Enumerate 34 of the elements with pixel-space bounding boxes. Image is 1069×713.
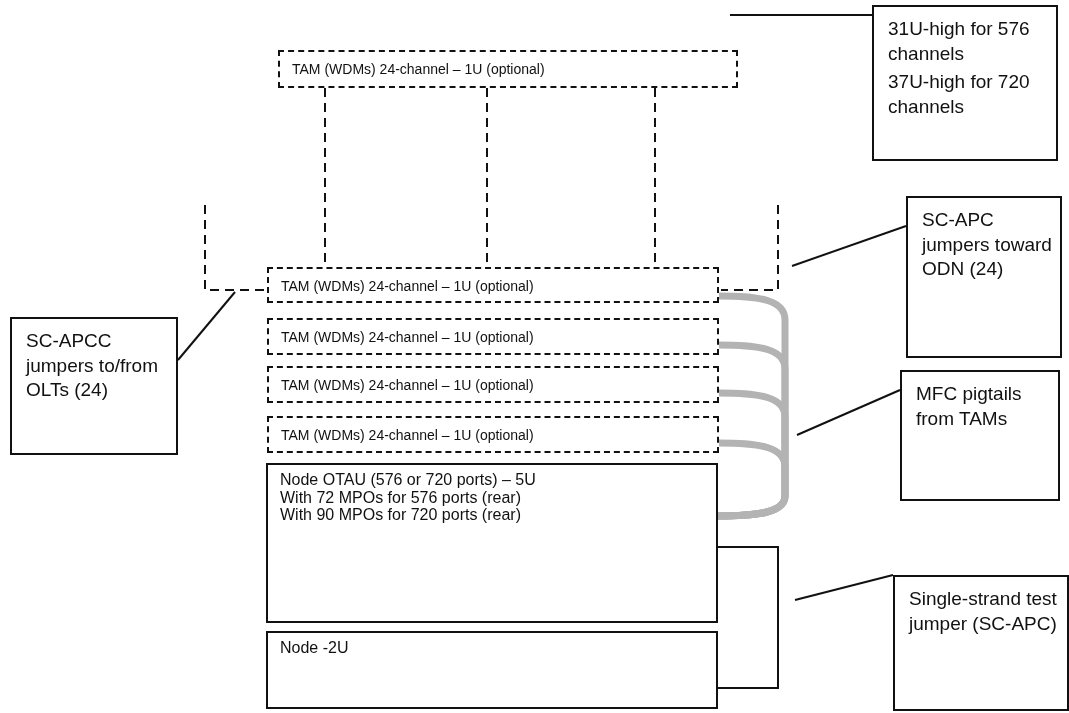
module-label: TAM (WDMs) 24-channel – 1U (optional)	[281, 277, 535, 296]
callout-text: SC-APCC jumpers to/from OLTs (24)	[26, 329, 159, 403]
callout-box	[893, 575, 1069, 711]
callout-box	[906, 196, 1062, 358]
callout-text: MFC pigtails from TAMs	[916, 382, 1023, 431]
module-box	[267, 318, 719, 355]
module-label: TAM (WDMs) 24-channel – 1U (optional)	[292, 60, 546, 79]
pigtail-cable	[717, 439, 789, 520]
module-box	[266, 631, 718, 709]
callout-box	[900, 370, 1060, 501]
callout-box	[10, 317, 178, 455]
module-label: With 72 MPOs for 576 ports (rear)	[280, 488, 522, 507]
leader-line	[729, 14, 873, 16]
jumper-cable	[717, 546, 779, 689]
module-label: TAM (WDMs) 24-channel – 1U (optional)	[281, 426, 535, 445]
module-label: Node OTAU (576 or 720 ports) – 5U	[280, 471, 537, 489]
module-label: TAM (WDMs) 24-channel – 1U (optional)	[281, 328, 535, 347]
module-box	[267, 267, 719, 303]
callout-text: SC-APC jumpers toward ODN (24)	[922, 208, 1052, 282]
module-box	[266, 463, 718, 623]
callout-text: Single-strand test jumper (SC-APC)	[909, 587, 1058, 636]
module-box	[267, 366, 719, 403]
module-box	[267, 416, 719, 453]
leader-line	[177, 291, 236, 361]
callout-text: 37U-high for 720 channels	[888, 70, 1031, 120]
module-label: With 90 MPOs for 720 ports (rear)	[280, 506, 522, 524]
leader-line	[791, 225, 907, 267]
callout-box	[872, 5, 1058, 161]
leader-line	[796, 389, 901, 436]
module-label: TAM (WDMs) 24-channel – 1U (optional)	[281, 376, 535, 395]
module-label: Node -2U	[280, 639, 350, 657]
callout-text: 31U-high for 576 channels	[888, 17, 1031, 66]
module-box	[278, 50, 738, 88]
leader-line	[794, 574, 894, 601]
